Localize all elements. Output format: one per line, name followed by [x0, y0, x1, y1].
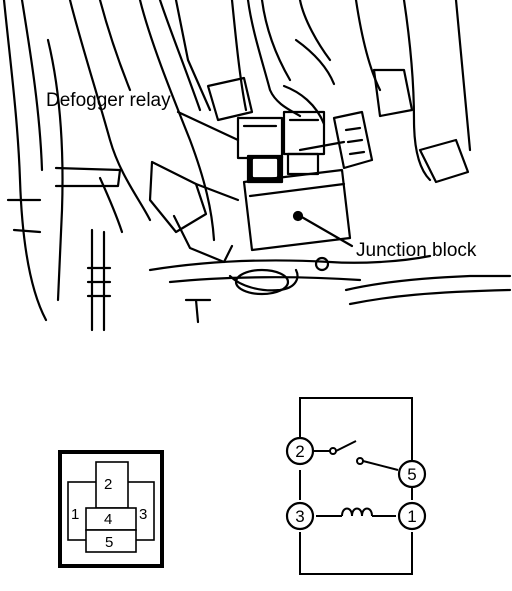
terminal-label-5: 5	[407, 465, 416, 484]
schematic-terminal-1: 1	[397, 501, 427, 531]
terminal-label-1: 1	[407, 507, 416, 526]
terminal-label-2: 2	[295, 442, 304, 461]
relay-schematic	[299, 397, 413, 575]
schematic-terminal-3: 3	[285, 501, 315, 531]
defogger-relay-label: Defogger relay	[46, 90, 171, 111]
connector-outer-frame	[58, 450, 164, 568]
relay-connector-pinout: 2 1 4 3 5	[58, 450, 164, 568]
pin-label-1: 1	[71, 506, 79, 523]
pin-5-box	[85, 529, 137, 553]
terminal-label-3: 3	[295, 507, 304, 526]
pin-label-5: 5	[105, 534, 113, 551]
schematic-terminal-2: 2	[285, 436, 315, 466]
pin-label-2: 2	[104, 476, 112, 493]
schematic-terminal-5: 5	[397, 459, 427, 489]
pin-2-box	[95, 461, 129, 509]
junction-block-label: Junction block	[356, 240, 477, 261]
pin-label-3: 3	[139, 506, 147, 523]
pin-label-4: 4	[104, 511, 112, 528]
vehicle-illustration	[2, 0, 512, 332]
